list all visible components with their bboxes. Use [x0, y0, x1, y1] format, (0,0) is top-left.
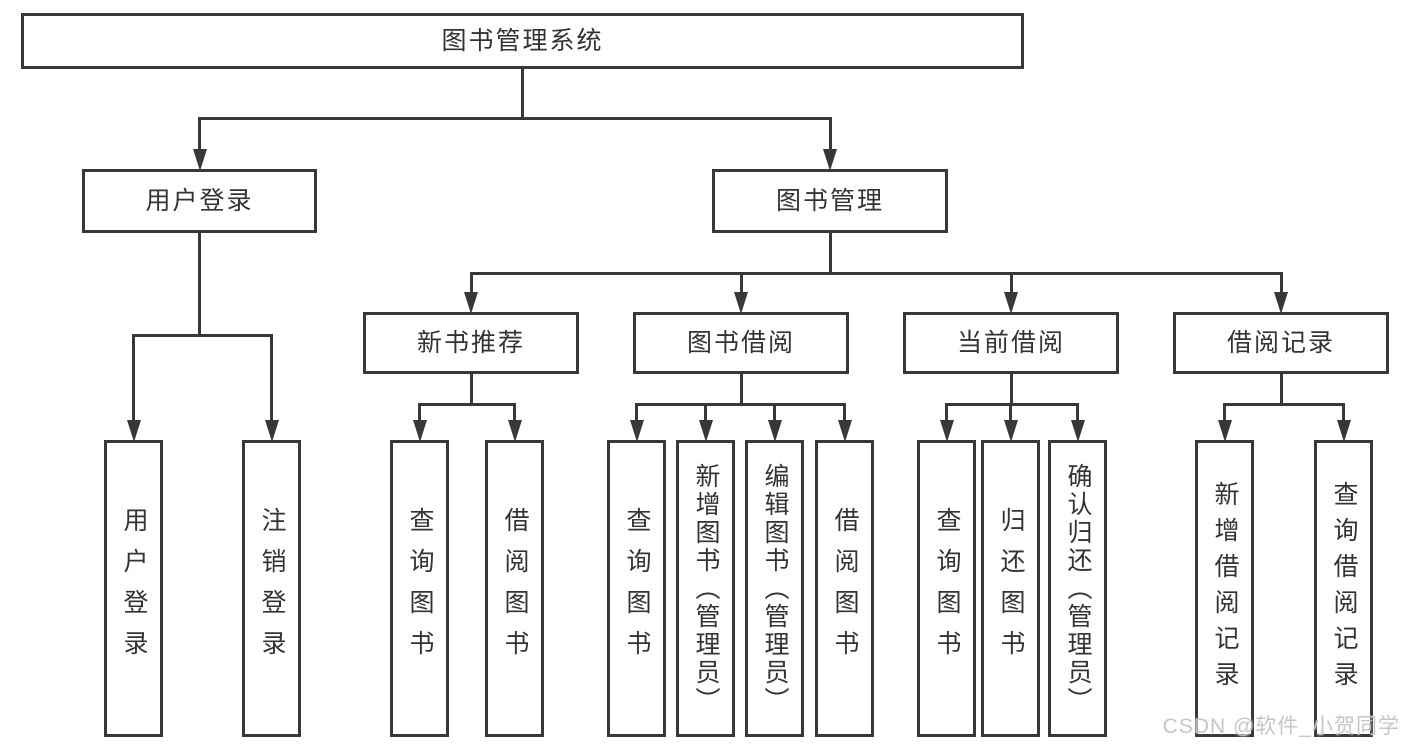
node-current-borrowing: 当前借阅 [903, 312, 1119, 374]
node-leaf-borrow-book-recommend: 借阅图书 [485, 440, 544, 737]
arrow-down-icon [464, 292, 478, 314]
node-leaf-confirm-return-admin: 确认归还（管理员） [1048, 440, 1107, 737]
node-label: 注销登录 [258, 506, 286, 671]
node-label: 查询借阅记录 [1330, 480, 1358, 697]
connector-line [469, 273, 473, 293]
arrow-down-icon [939, 420, 954, 442]
node-leaf-add-book-admin: 新增图书（管理员） [676, 440, 735, 737]
connector-line [198, 116, 832, 120]
connector-line [469, 373, 473, 406]
node-label: 借阅图书 [831, 506, 859, 671]
node-label: 查询图书 [933, 506, 961, 671]
connector-line [1279, 373, 1283, 406]
node-book-borrowing: 图书借阅 [633, 312, 849, 374]
arrow-down-icon [1274, 292, 1288, 314]
node-leaf-logout: 注销登录 [242, 440, 301, 737]
node-root: 图书管理系统 [21, 13, 1024, 69]
node-label: 图书借阅 [686, 328, 795, 357]
node-label: 编辑图书（管理员） [761, 462, 789, 715]
connector-line [1223, 404, 1226, 421]
connector-line [828, 118, 832, 150]
node-label: 借阅图书 [501, 506, 529, 671]
node-leaf-query-book-current: 查询图书 [917, 440, 976, 737]
node-label: 新增图书（管理员） [692, 462, 720, 715]
arrow-down-icon [837, 420, 852, 442]
arrow-down-icon [412, 420, 427, 442]
arrow-down-icon [629, 420, 644, 442]
connector-line [521, 68, 524, 120]
node-label: 查询图书 [623, 506, 651, 671]
node-label: 当前借阅 [956, 328, 1065, 357]
arrow-down-icon [507, 420, 522, 442]
connector-line [198, 118, 201, 150]
arrow-down-icon [1070, 420, 1085, 442]
node-label: 归还图书 [997, 506, 1025, 671]
node-label: 新增借阅记录 [1211, 480, 1239, 697]
connector-line [270, 335, 273, 421]
connector-line [1009, 404, 1012, 421]
arrow-down-icon [698, 420, 713, 442]
node-leaf-query-book-recommend: 查询图书 [390, 440, 449, 737]
connector-line [739, 373, 743, 406]
node-new-book-recommend: 新书推荐 [363, 312, 579, 374]
arrow-down-icon [126, 420, 141, 442]
connector-line [1076, 404, 1079, 421]
connector-line [1009, 373, 1013, 406]
connector-line [945, 402, 1079, 406]
arrow-down-icon [264, 420, 279, 442]
node-borrowing-records: 借阅记录 [1173, 312, 1389, 374]
connector-line [132, 333, 273, 337]
node-book-management: 图书管理 [712, 169, 948, 233]
node-leaf-query-book-borrow: 查询图书 [607, 440, 666, 737]
node-leaf-edit-book-admin: 编辑图书（管理员） [745, 440, 804, 737]
arrow-down-icon [1004, 292, 1018, 314]
node-leaf-return-book: 归还图书 [981, 440, 1040, 737]
node-leaf-borrow-book: 借阅图书 [815, 440, 874, 737]
node-label: 确认归还（管理员） [1064, 462, 1092, 715]
node-label: 用户登录 [120, 506, 148, 671]
node-leaf-add-borrow-record: 新增借阅记录 [1195, 440, 1254, 737]
node-label: 图书管理系统 [441, 26, 604, 55]
connector-line [635, 404, 638, 421]
connector-line [418, 404, 421, 421]
connector-line [132, 335, 135, 421]
connector-line [843, 404, 846, 421]
node-leaf-user-login: 用户登录 [104, 440, 163, 737]
node-label: 用户登录 [145, 186, 254, 215]
arrow-down-icon [823, 149, 837, 171]
connector-line [704, 404, 707, 421]
connector-line [1279, 273, 1283, 293]
connector-line [513, 404, 516, 421]
connector-line [418, 402, 516, 406]
connector-line [635, 402, 846, 406]
node-label: 借阅记录 [1226, 328, 1335, 357]
arrow-down-icon [192, 149, 207, 171]
node-label: 新书推荐 [416, 328, 525, 357]
connector-line [945, 404, 948, 421]
arrow-down-icon [1003, 420, 1018, 442]
node-label: 图书管理 [775, 186, 884, 215]
connector-line [1009, 273, 1013, 293]
node-label: 查询图书 [406, 506, 434, 671]
node-user-login: 用户登录 [82, 169, 317, 233]
watermark: CSDN @软件_小贺同学 [1162, 715, 1400, 738]
connector-line [739, 273, 743, 293]
connector-line [469, 271, 1283, 275]
connector-line [1342, 404, 1345, 421]
arrow-down-icon [1217, 420, 1232, 442]
arrow-down-icon [734, 292, 748, 314]
arrow-down-icon [767, 420, 782, 442]
connector-line [1223, 402, 1345, 406]
connector-line [828, 232, 832, 275]
node-leaf-query-borrow-record: 查询借阅记录 [1314, 440, 1373, 737]
arrow-down-icon [1336, 420, 1351, 442]
connector-line [198, 232, 201, 337]
connector-line [773, 404, 776, 421]
